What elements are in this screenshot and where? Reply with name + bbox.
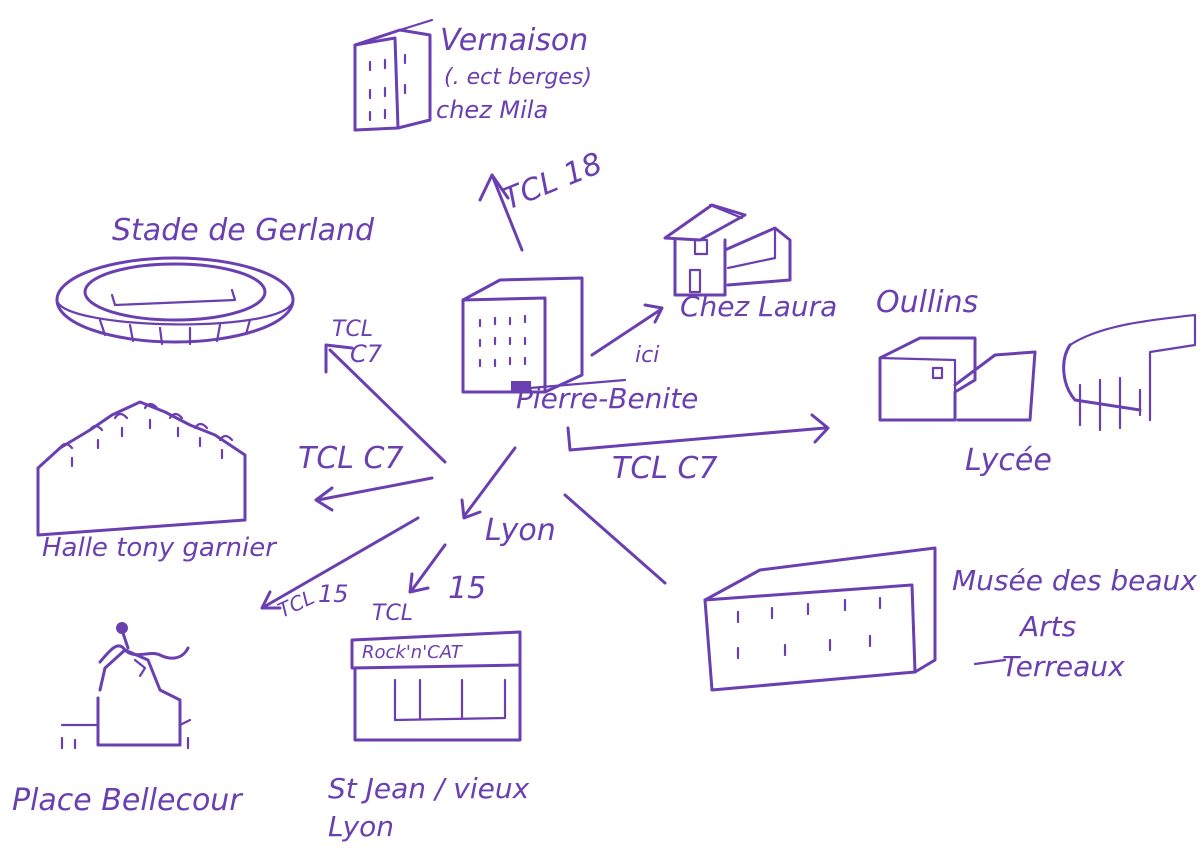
lycee-building-icon	[880, 315, 1195, 430]
arrow-st-jean	[410, 545, 445, 592]
tcl15-a-number: 15	[318, 580, 349, 608]
tcl-c7-left-label: TCL C7	[298, 441, 404, 476]
musee-label-3: Terreaux	[1002, 650, 1125, 683]
vernaison-sub-label: (. ect berges)	[444, 65, 592, 90]
bellecour-label: Place Bellecour	[12, 783, 243, 818]
halle-label: Halle tony garnier	[42, 533, 278, 563]
arrow-lyon-down	[462, 448, 515, 518]
musee-building-icon	[705, 548, 935, 690]
arrow-oullins	[568, 415, 828, 450]
tcl15-b-number: 15	[448, 571, 486, 606]
tcl-c7-right-label: TCL C7	[612, 451, 718, 486]
musee-underline	[975, 660, 1005, 664]
pierre-benite-label: Pierre-Benite	[516, 382, 698, 415]
stade-label: Stade de Gerland	[112, 213, 375, 248]
tcl-c7-top-number: C7	[350, 340, 383, 368]
tcl18-label: TCL 18	[498, 146, 607, 217]
house-icon	[665, 205, 790, 295]
tcl15-b-line1: TCL	[372, 601, 413, 626]
chez-mila-label: chez Mila	[436, 96, 548, 124]
vernaison-label: Vernaison	[440, 23, 588, 58]
arrow-halle	[316, 478, 432, 510]
statue-icon	[62, 623, 190, 748]
lyon-label: Lyon	[485, 513, 556, 548]
ici-label: ici	[635, 343, 659, 368]
halle-building-icon	[38, 402, 245, 535]
musee-label-2: Arts	[1018, 610, 1076, 643]
musee-label-1: Musée des beaux	[952, 564, 1197, 597]
oullins-label: Oullins	[876, 285, 978, 320]
st-jean-label-2: Lyon	[328, 810, 394, 843]
chez-laura-label: Chez Laura	[680, 290, 837, 323]
pierre-benite-building-icon	[463, 278, 582, 392]
st-jean-label-1: St Jean / vieux	[328, 772, 530, 805]
line-musee	[565, 495, 665, 583]
vernaison-building-icon	[355, 20, 432, 130]
lycee-label: Lycée	[965, 443, 1052, 478]
shop-sign-label: Rock'n'CAT	[362, 642, 464, 663]
stadium-icon	[57, 258, 293, 344]
tcl15-a-line1: TCL	[274, 585, 318, 623]
tcl-c7-top-label: TCL	[332, 317, 373, 342]
